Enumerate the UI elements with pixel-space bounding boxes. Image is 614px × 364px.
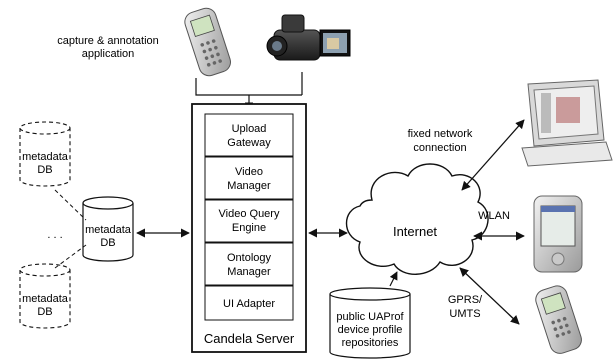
capture-caption-line2: application	[82, 48, 135, 60]
module-video-manager-label2: Manager	[227, 180, 271, 192]
metadata-db-bottom	[19, 263, 71, 329]
internet-cloud	[345, 163, 489, 275]
wlan-label: WLAN	[478, 210, 510, 222]
metadata-db-middle-label: metadata	[85, 224, 132, 236]
repository-label-line3: repositories	[342, 337, 399, 349]
capture-caption-line1: capture & annotation	[57, 35, 159, 47]
repository-internet-arrow	[389, 271, 398, 287]
module-ui-adapter	[204, 285, 294, 321]
metadata-db-top-label: metadata	[22, 151, 69, 163]
gprs-label-line1: GPRS/	[448, 294, 483, 306]
metadata-db-middle-label2: DB	[100, 237, 115, 249]
module-video-query-engine	[204, 199, 294, 243]
laptop-icon	[521, 79, 613, 167]
pda-icon	[533, 195, 583, 273]
module-upload-gateway-label2: Gateway	[227, 137, 271, 149]
module-ontology-manager-label: Ontology	[227, 252, 272, 264]
db-federation-links	[54, 189, 87, 269]
fixed-network-label-line1: fixed network	[408, 128, 473, 140]
internet-label: Internet	[393, 224, 437, 239]
module-upload-gateway	[204, 113, 294, 157]
uaprof-repository	[329, 287, 411, 359]
repository-label-line1: public UAProf	[336, 311, 404, 323]
candela-server: Upload Gateway Video Manager Video Query…	[191, 103, 307, 353]
metadata-db-middle	[82, 196, 134, 262]
module-ontology-manager	[204, 242, 294, 286]
mobile-phone-icon	[184, 7, 231, 77]
gprs-arrow	[459, 267, 520, 325]
module-upload-gateway-label: Upload	[232, 123, 267, 135]
server-title: Candela Server	[204, 331, 295, 346]
video-camera-icon	[266, 14, 351, 61]
module-video-query-engine-label: Video Query	[219, 208, 280, 220]
fixed-network-label-line2: connection	[413, 142, 466, 154]
module-video-manager-label: Video	[235, 166, 263, 178]
mobile-phone-icon-2	[535, 285, 582, 354]
metadata-db-top	[19, 121, 71, 187]
metadata-db-bottom-label2: DB	[37, 306, 52, 318]
fixed-network-arrow	[461, 119, 525, 191]
metadata-db-top-label2: DB	[37, 164, 52, 176]
metadata-db-bottom-label: metadata	[22, 293, 69, 305]
gprs-label-line2: UMTS	[449, 308, 480, 320]
db-ellipsis: . . .	[47, 229, 62, 241]
module-video-manager	[204, 156, 294, 200]
module-video-query-engine-label2: Engine	[232, 222, 266, 234]
module-ui-adapter-label: UI Adapter	[223, 298, 275, 310]
module-ontology-manager-label2: Manager	[227, 266, 271, 278]
repository-label-line2: device profile	[338, 324, 403, 336]
